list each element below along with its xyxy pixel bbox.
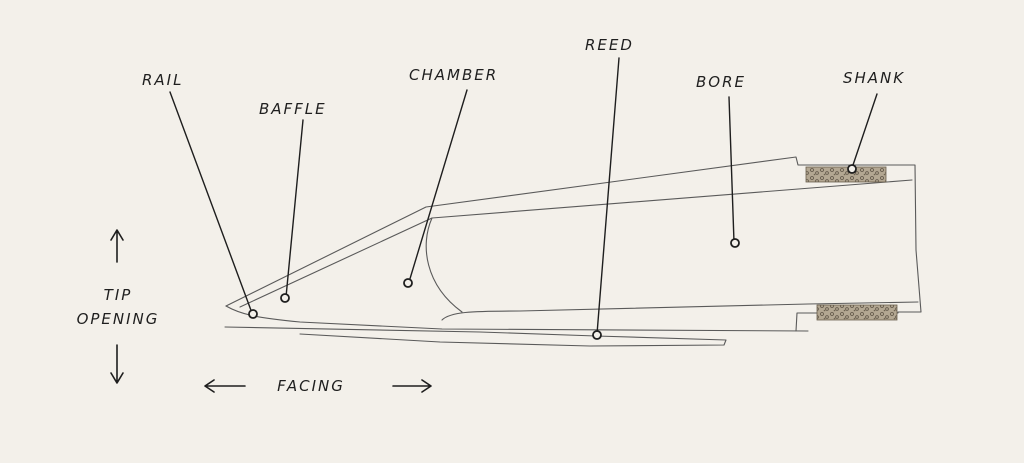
baffle-label: BAFFLE [259,100,327,118]
chamber-label: CHAMBER [409,66,498,84]
reed-outline [224,326,727,347]
right-arrow-icon [392,379,432,393]
bore-label: BORE [696,73,746,91]
mouthpiece-outline [224,156,922,347]
baffle-marker [280,293,290,303]
down-arrow-icon [110,344,124,384]
chamber-leader [408,89,468,283]
bore-leader [728,96,735,243]
opening-label: OPENING [77,310,160,328]
rail-label: RAIL [142,71,183,89]
reed-leader [596,57,620,335]
up-arrow-icon [110,229,124,263]
bore-floor [441,301,919,321]
rail-marker [248,309,258,319]
baffle-leader [285,119,304,298]
facing-label: FACING [277,377,345,395]
left-arrow-icon [204,379,246,393]
shank-label: SHANK [843,69,905,87]
facing-annotation: FACING [204,377,432,395]
reed-marker [592,330,602,340]
shank-leader [851,93,878,169]
shank-marker [847,164,857,174]
facing-line [225,305,809,332]
shank-cork-top [805,166,887,183]
bore-marker [730,238,740,248]
chamber-curve [425,217,463,313]
reed-label: REED [585,36,634,54]
shank-cork-bottom [816,304,898,321]
tip-opening-annotation: TIP OPENING [77,229,160,384]
tip-label: TIP [104,286,133,304]
inner-top-wall [239,179,913,308]
rail-leader [169,91,253,314]
chamber-marker [403,278,413,288]
